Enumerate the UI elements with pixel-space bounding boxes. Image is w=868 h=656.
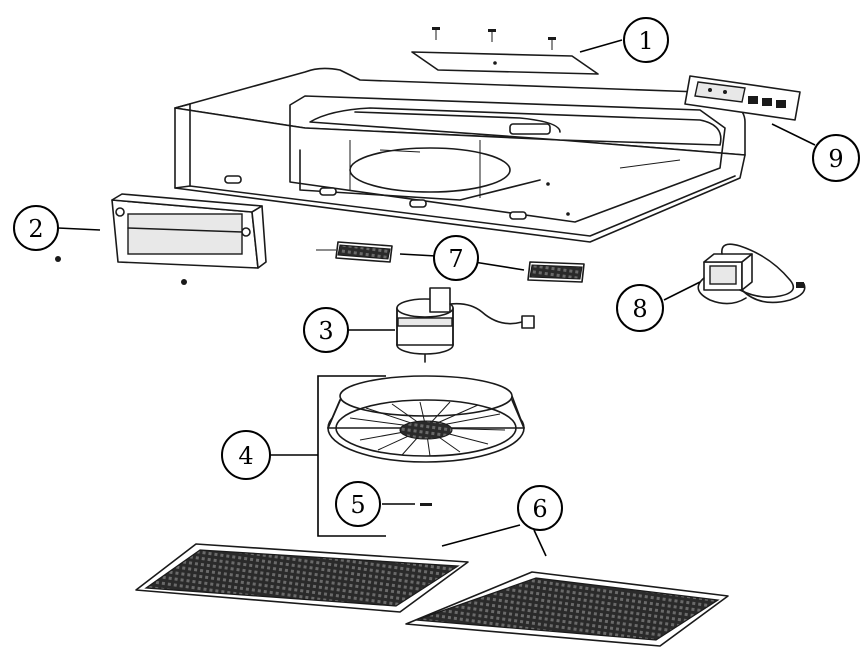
screw <box>548 37 556 50</box>
grease-filter-right <box>405 571 729 647</box>
callout-1: 1 <box>623 17 669 63</box>
svg-text:8: 8 <box>632 295 647 323</box>
callout-6: 6 <box>517 485 563 531</box>
screw <box>488 29 496 42</box>
callout-8: 8 <box>616 284 664 332</box>
screw <box>432 27 440 40</box>
leader-lines <box>57 39 816 557</box>
svg-text:5: 5 <box>350 491 365 519</box>
top-cover-plate <box>411 27 599 75</box>
wire-harness <box>697 243 806 305</box>
callout-4: 4 <box>221 430 271 480</box>
callout-2: 2 <box>13 205 59 251</box>
svg-text:7: 7 <box>448 245 463 273</box>
blower-motor <box>396 287 535 363</box>
callout-3: 3 <box>303 307 349 353</box>
svg-text:2: 2 <box>28 215 43 243</box>
control-board <box>684 75 801 121</box>
damper-duct-connector <box>55 193 267 285</box>
lamp-housing-left <box>316 241 393 263</box>
callout-9: 9 <box>812 134 860 182</box>
fastener-nut <box>420 503 432 506</box>
grease-filter-left <box>135 543 469 613</box>
svg-text:9: 9 <box>828 145 843 173</box>
svg-text:1: 1 <box>638 27 653 55</box>
svg-text:6: 6 <box>532 495 547 523</box>
svg-text:3: 3 <box>318 317 333 345</box>
blower-wheel <box>327 375 525 463</box>
range-hood-body <box>174 67 746 243</box>
callout-5: 5 <box>335 481 381 527</box>
lamp-housing-right <box>527 261 585 283</box>
svg-text:4: 4 <box>238 442 253 470</box>
callout-7: 7 <box>433 235 479 281</box>
